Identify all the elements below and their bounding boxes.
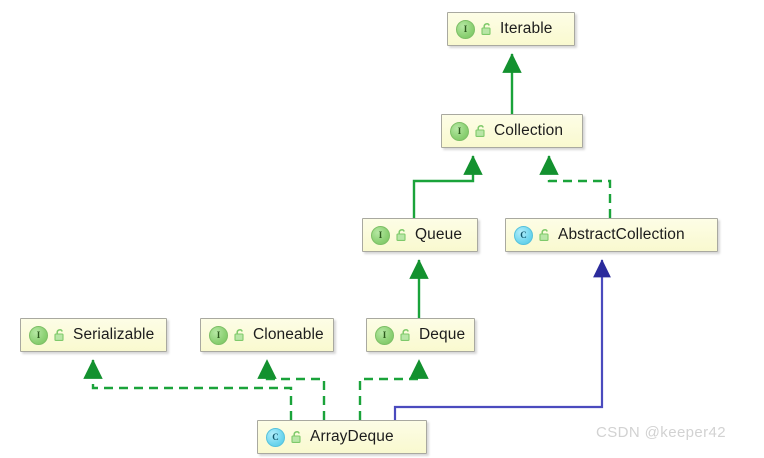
edge-queue-to-collection xyxy=(412,155,483,218)
unlock-icon xyxy=(54,329,64,341)
node-icons: I xyxy=(456,19,493,39)
node-icons: I xyxy=(371,225,408,245)
unlock-icon xyxy=(400,329,410,341)
interface-icon: I xyxy=(29,325,48,345)
node-label: Queue xyxy=(415,226,463,244)
unlock-icon xyxy=(475,125,485,137)
interface-icon: I xyxy=(375,325,394,345)
edge-abstractcollection-to-collection xyxy=(539,155,612,218)
node-collection[interactable]: I Collection xyxy=(441,114,583,148)
node-label: Iterable xyxy=(500,20,553,38)
node-serializable[interactable]: I Serializable xyxy=(20,318,167,352)
watermark: CSDN @keeper42 xyxy=(596,424,727,441)
edge-arraydeque-to-cloneable xyxy=(257,359,326,420)
interface-icon: I xyxy=(209,325,228,345)
node-icons: C xyxy=(514,225,551,245)
class-icon: C xyxy=(266,427,285,447)
node-icons: I xyxy=(29,325,66,345)
unlock-icon xyxy=(234,329,244,341)
class-icon: C xyxy=(514,225,533,245)
node-label: Cloneable xyxy=(253,326,324,344)
node-icons: I xyxy=(209,325,246,345)
unlock-icon xyxy=(481,23,491,35)
node-label: Serializable xyxy=(73,326,155,344)
node-arraydeque[interactable]: C ArrayDeque xyxy=(257,420,427,454)
edge-arraydeque-to-serializable xyxy=(83,359,293,420)
node-icons: C xyxy=(266,427,303,447)
edge-arraydeque-to-deque xyxy=(358,359,429,420)
unlock-icon xyxy=(396,229,406,241)
node-label: Collection xyxy=(494,122,564,140)
node-queue[interactable]: I Queue xyxy=(362,218,478,252)
node-deque[interactable]: I Deque xyxy=(366,318,475,352)
node-iterable[interactable]: I Iterable xyxy=(447,12,575,46)
node-abstractcollection[interactable]: C AbstractCollection xyxy=(505,218,718,252)
unlock-icon xyxy=(539,229,549,241)
edge-arraydeque-to-abstractcollection xyxy=(393,259,611,420)
interface-icon: I xyxy=(371,225,390,245)
node-icons: I xyxy=(450,121,487,141)
interface-icon: I xyxy=(456,19,475,39)
node-label: AbstractCollection xyxy=(558,226,685,244)
node-icons: I xyxy=(375,325,412,345)
unlock-icon xyxy=(291,431,301,443)
node-cloneable[interactable]: I Cloneable xyxy=(200,318,334,352)
interface-icon: I xyxy=(450,121,469,141)
node-label: Deque xyxy=(419,326,466,344)
node-label: ArrayDeque xyxy=(310,428,394,446)
